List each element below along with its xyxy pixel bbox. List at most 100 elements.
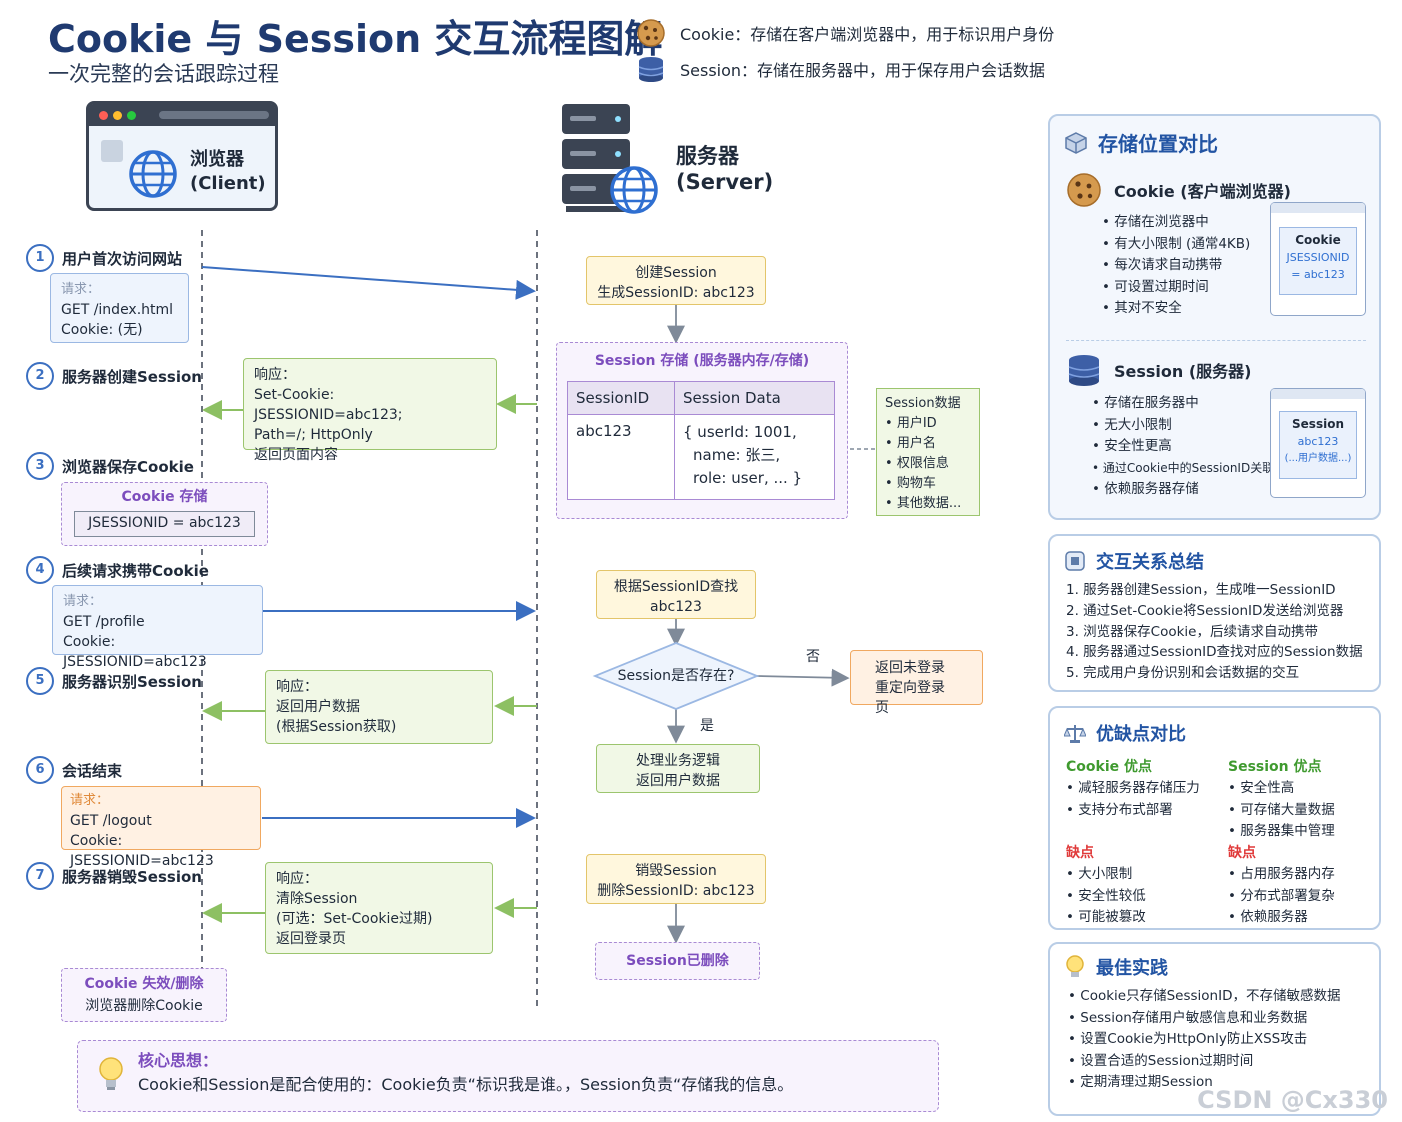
server-name: 服务器 (676, 144, 739, 168)
server-icon (562, 104, 658, 214)
session-cons-title: 缺点 (1228, 845, 1256, 861)
list-item: 依赖服务器存储 (1092, 479, 1274, 501)
session-card-line: abc123 (1297, 435, 1339, 448)
server-label: 服务器 (Server) (676, 143, 773, 195)
cookie-cons-title: 缺点 (1066, 845, 1094, 861)
list-item: 有大小限制 (通常4KB) (1102, 234, 1250, 256)
step-number: 7 (26, 862, 54, 890)
panel-best: 最佳实践 Cookie只存储SessionID，不存储敏感数据 Session存… (1048, 942, 1381, 1116)
not-login-box: 返回未登录 重定向登录页 (850, 650, 983, 716)
step-number: 2 (26, 362, 54, 390)
list-item: 5. 完成用户身份识别和会话数据的交互 (1066, 665, 1300, 682)
request-cookie: Cookie: JSESSIONID=abc123 (63, 634, 207, 670)
legend-session-text: Session：存储在服务器中，用于保存用户会话数据 (680, 61, 1046, 80)
session-cons-list: 占用服务器内存 分布式部署复杂 依赖服务器 (1228, 864, 1335, 929)
session-data-line: { userId: 1001, (683, 423, 797, 441)
request-line: GET /profile (63, 614, 145, 630)
response-box-7: 响应： 清除Session (可选：Set-Cookie过期) 返回登录页 (265, 862, 493, 954)
cookie-card-title: Cookie (1295, 233, 1341, 247)
cookie-icon (637, 19, 665, 47)
storage-session-title: Session (服务器) (1114, 362, 1252, 381)
list-item: 其对不安全 (1102, 298, 1250, 320)
browser-label: 浏览器 (Client) (190, 148, 266, 196)
database-icon (1068, 355, 1100, 386)
step-label: 浏览器保存Cookie (62, 457, 194, 476)
list-item: 占用服务器内存 (1228, 864, 1335, 886)
note-item-text: 用户名 (896, 436, 936, 451)
step-label: 服务器销毁Session (62, 867, 202, 886)
watermark: CSDN @Cx330 (1197, 1086, 1388, 1114)
legend-cookie-text: Cookie：存储在客户端浏览器中，用于标识用户身份 (680, 25, 1055, 44)
session-data-note: Session数据 • 用户ID • 用户名 • 权限信息 • 购物车 • 其他… (876, 388, 980, 516)
session-pros-list: 安全性高 可存储大量数据 服务器集中管理 (1228, 778, 1335, 843)
create-session-id: 生成SessionID: abc123 (597, 285, 755, 301)
note-item-text: 其他数据... (896, 496, 962, 511)
lookup-session-box: 根据SessionID查找 abc123 (596, 570, 756, 619)
note-item: • 权限信息 (885, 456, 949, 471)
browser-window-icon (86, 101, 278, 211)
cookie-cons-list: 大小限制 安全性较低 可能被篡改 (1066, 864, 1146, 929)
cookie-card: Cookie JSESSIONID = abc123 (1270, 202, 1366, 316)
request-cookie: Cookie: (无) (61, 322, 143, 338)
cookie-icon (1067, 173, 1101, 207)
table-cell-id: abc123 (567, 414, 675, 500)
session-data-line: role: user, ... } (693, 469, 803, 487)
list-item: 设置Cookie为HttpOnly防止XSS攻击 (1068, 1029, 1340, 1051)
cookie-invalid-box: Cookie 失效/删除 浏览器删除Cookie (61, 968, 227, 1022)
step-number: 6 (26, 756, 54, 784)
destroy-title: 销毁Session (635, 863, 717, 879)
list-item: 3. 浏览器保存Cookie，后续请求自动携带 (1066, 623, 1318, 640)
cookie-pros-list: 减轻服务器存储压力 支持分布式部署 (1066, 778, 1200, 821)
panel-proscons-header: 优缺点对比 (1064, 720, 1186, 746)
cookie-card-line: JSESSIONID (1286, 251, 1350, 264)
scale-icon (1064, 725, 1086, 743)
panel-best-title: 最佳实践 (1096, 958, 1168, 979)
cookie-pros-title: Cookie 优点 (1066, 759, 1152, 775)
cookie-card-line: = abc123 (1291, 268, 1345, 281)
list-item: Cookie只存储SessionID，不存储敏感数据 (1068, 986, 1340, 1008)
request-box-1: 请求： GET /index.html Cookie: (无) (50, 273, 189, 343)
step-3: 3 浏览器保存Cookie (26, 452, 194, 480)
list-item: 可能被篡改 (1066, 907, 1146, 929)
table-cell-data: { userId: 1001, name: 张三, role: user, ..… (675, 415, 835, 500)
cookie-store-title: Cookie 存储 (121, 489, 208, 505)
lookup-id: abc123 (650, 599, 702, 615)
step-label: 后续请求携带Cookie (62, 561, 209, 580)
step-label: 服务器识别Session (62, 672, 202, 691)
panel-proscons-title: 优缺点对比 (1096, 724, 1186, 745)
list-item: 可存储大量数据 (1228, 800, 1335, 822)
legend-session: Session：存储在服务器中，用于保存用户会话数据 (636, 54, 1045, 84)
step-number: 3 (26, 452, 54, 480)
response-line: 返回页面内容 (254, 447, 338, 463)
page-subtitle: 一次完整的会话跟踪过程 (48, 62, 279, 86)
not-login-text: 重定向登录页 (875, 680, 945, 716)
lightbulb-icon (1066, 955, 1084, 977)
create-session-title: 创建Session (635, 265, 717, 281)
cookie-invalid-title: Cookie 失效/删除 (84, 976, 204, 992)
response-label: 响应： (254, 367, 296, 383)
response-label: 响应： (276, 871, 318, 887)
destroy-session-box: 销毁Session 删除SessionID: abc123 (586, 854, 766, 904)
decision-yes-label: 是 (700, 718, 714, 734)
not-login-title: 返回未登录 (875, 660, 945, 676)
request-box-6: 请求： GET /logout Cookie: JSESSIONID=abc12… (61, 786, 261, 869)
list-item: Session存储用户敏感信息和业务数据 (1068, 1008, 1340, 1030)
cookie-store-box: Cookie 存储 JSESSIONID = abc123 (61, 482, 268, 546)
session-card: Session abc123 (...用户数据...) (1270, 388, 1366, 498)
panel-summary-title: 交互关系总结 (1096, 552, 1204, 573)
response-line: (根据Session获取) (276, 719, 397, 735)
request-label: 请求： (61, 282, 101, 297)
note-item-text: 用户ID (896, 416, 937, 431)
list-item: 无大小限制 (1092, 415, 1274, 437)
session-data-line: name: 张三, (693, 446, 781, 464)
session-card-line: (...用户数据...) (1284, 453, 1352, 464)
legend-cookie: Cookie：存储在客户端浏览器中，用于标识用户身份 (636, 18, 1054, 48)
storage-cookie-title: Cookie (客户端浏览器) (1114, 182, 1291, 201)
divider (1066, 340, 1366, 341)
step-label: 服务器创建Session (62, 367, 202, 386)
browser-sub: (Client) (190, 173, 266, 194)
